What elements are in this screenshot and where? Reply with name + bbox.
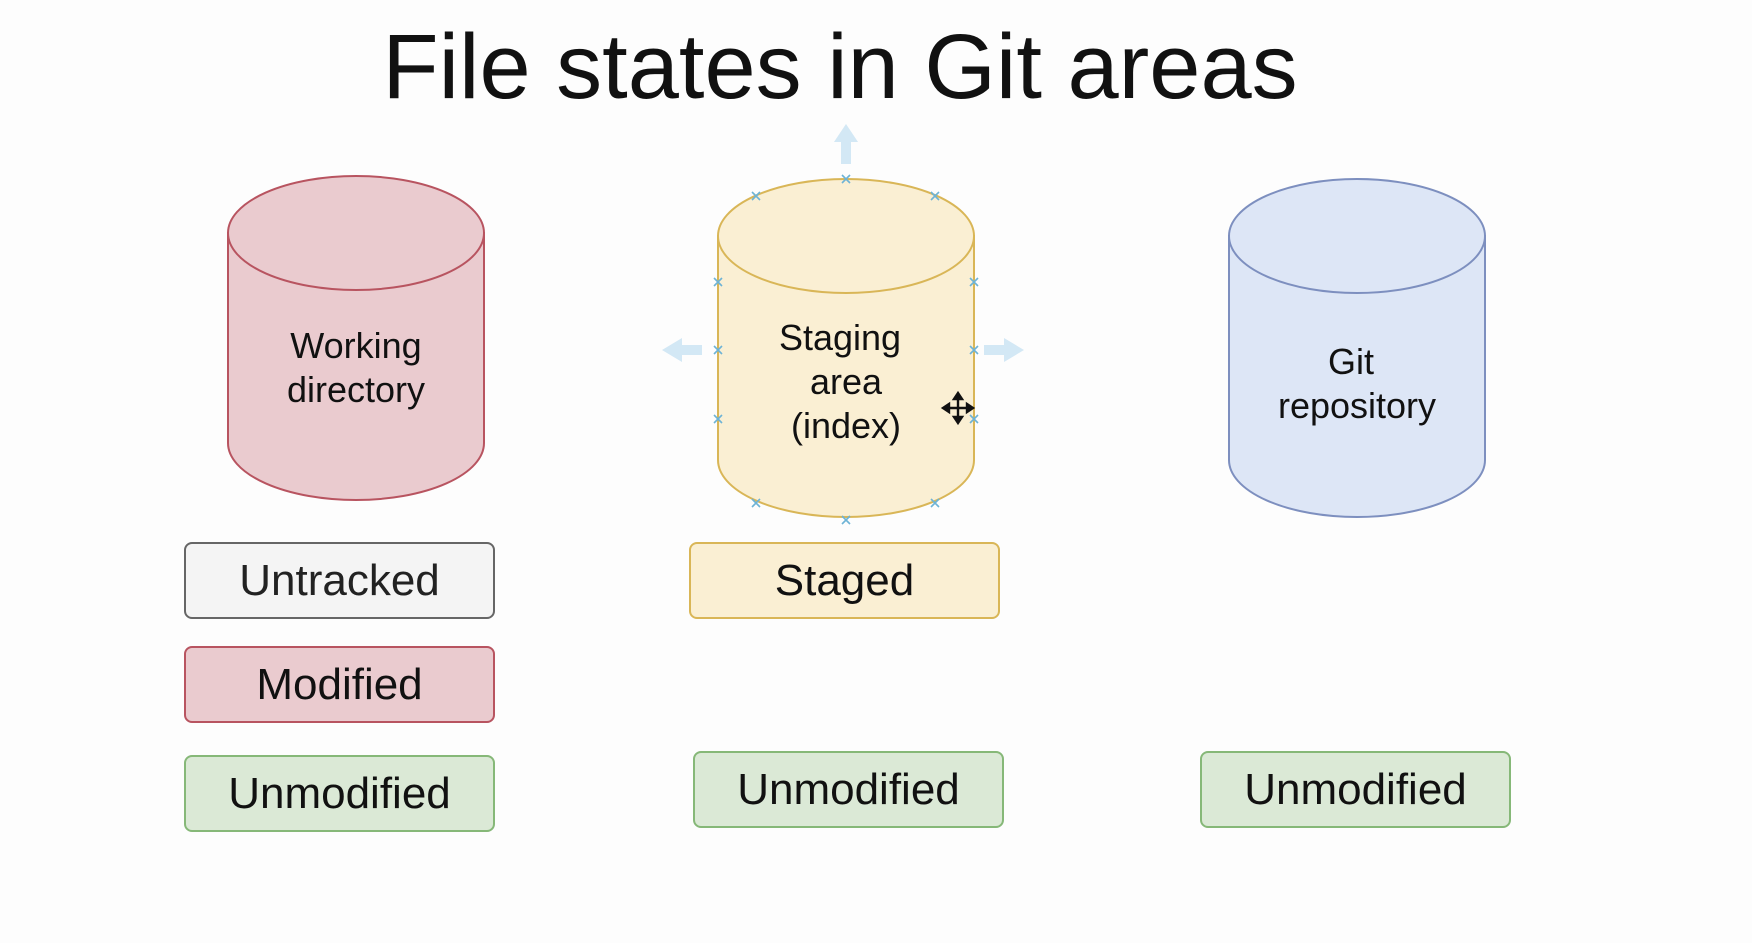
marker-left-upper[interactable] — [713, 277, 723, 287]
marker-bottom-right[interactable] — [930, 498, 940, 508]
working-directory-label-line2: directory — [287, 369, 425, 410]
arrow-left-icon[interactable] — [662, 338, 702, 362]
git-repository-cylinder[interactable]: Git repository — [1228, 178, 1486, 518]
untracked-state-box[interactable]: Untracked — [184, 542, 495, 619]
working-directory-cylinder[interactable]: Working directory — [227, 175, 485, 501]
marker-bottom[interactable] — [841, 515, 851, 525]
git-repository-label-line1: Git — [1328, 341, 1374, 382]
marker-top-right[interactable] — [930, 191, 940, 201]
marker-top[interactable] — [841, 174, 851, 184]
staging-area-cylinder[interactable]: Staging area (index) — [717, 178, 975, 518]
quick-connect-arrows — [662, 124, 1024, 362]
working-unmodified-state-box[interactable]: Unmodified — [184, 755, 495, 832]
repository-cylinder-top — [1228, 178, 1486, 294]
working-directory-label-line1: Working — [290, 325, 421, 366]
page-title: File states in Git areas — [382, 16, 1298, 118]
marker-top-left[interactable] — [751, 191, 761, 201]
repository-unmodified-state-box[interactable]: Unmodified — [1200, 751, 1511, 828]
marker-right-mid[interactable] — [969, 345, 979, 355]
repository-cylinder-body — [1228, 235, 1486, 518]
working-cylinder-body — [227, 232, 485, 501]
marker-left-mid[interactable] — [713, 345, 723, 355]
marker-left-lower[interactable] — [713, 414, 723, 424]
selection-markers — [713, 174, 979, 525]
marker-right-upper[interactable] — [969, 277, 979, 287]
move-cursor-icon — [940, 390, 976, 426]
marker-bottom-left[interactable] — [751, 498, 761, 508]
arrow-up-icon[interactable] — [834, 124, 858, 164]
marker-right-lower[interactable] — [969, 414, 979, 424]
working-cylinder-top — [227, 175, 485, 291]
modified-state-box[interactable]: Modified — [184, 646, 495, 723]
arrow-right-icon[interactable] — [984, 338, 1024, 362]
staging-area-label-line3: (index) — [791, 405, 901, 446]
staging-cylinder-body — [717, 235, 975, 518]
git-repository-label-line2: repository — [1278, 385, 1436, 426]
staging-area-label-line1: Staging — [779, 317, 901, 358]
staged-state-box[interactable]: Staged — [689, 542, 1000, 619]
staging-unmodified-state-box[interactable]: Unmodified — [693, 751, 1004, 828]
staging-area-label-line2: area — [810, 361, 883, 402]
